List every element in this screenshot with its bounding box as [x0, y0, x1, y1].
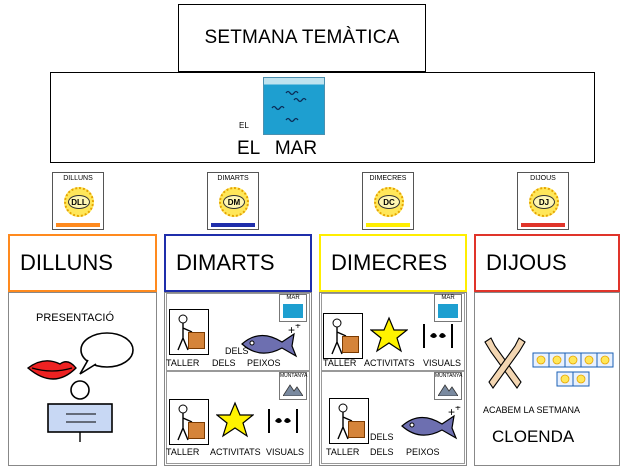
sea-icon — [283, 304, 303, 318]
mountain-icon — [438, 384, 458, 396]
sun-text: DJ — [533, 195, 555, 209]
day-icon-dilluns: DILLUNS DLL — [52, 172, 104, 230]
theme-label: EL MAR — [237, 138, 318, 159]
day-icon-dimarts: DIMARTS DM — [207, 172, 259, 230]
sun-text: DLL — [68, 195, 90, 209]
sun-icon: DC — [374, 187, 404, 217]
sun-icon: DLL — [64, 187, 94, 217]
mountain-tag: MUNTANYA — [434, 372, 462, 400]
day-name: DILLUNS — [20, 250, 113, 275]
theme-small-label: EL — [239, 121, 249, 130]
day-header-dimarts: DIMARTS — [164, 234, 312, 292]
tag-label: MUNTANYA — [435, 373, 463, 379]
day-name: DIJOUS — [486, 250, 567, 275]
column-dimecres — [319, 292, 467, 466]
star-icon — [216, 401, 254, 438]
day-name: DIMECRES — [331, 250, 448, 275]
day-color-bar — [366, 223, 410, 227]
word-label: PEIXOS — [247, 358, 281, 368]
day-color-bar — [521, 223, 565, 227]
workshop-icon — [323, 313, 363, 359]
sea-tag: MAR — [279, 294, 307, 322]
sun-text: DM — [223, 195, 245, 209]
word-label: DELS — [212, 358, 236, 368]
tag-label: MAR — [286, 295, 300, 301]
eyes-icon — [268, 409, 298, 433]
fish-icon: + + — [401, 406, 461, 440]
word-label: VISUALS — [266, 447, 305, 457]
day-name: DIMARTS — [176, 250, 275, 275]
word-label: DELS — [370, 447, 394, 457]
mountain-icon — [283, 384, 303, 396]
eyes-icon — [423, 324, 453, 348]
mountain-tag: MUNTANYA — [279, 372, 307, 400]
word-label: TALLER — [326, 447, 360, 457]
word-label: ACTIVITATS — [210, 447, 261, 457]
day-icon-dimecres: DIMECRES DC — [362, 172, 414, 230]
sea-tag: MAR — [434, 294, 462, 322]
sun-icon: DM — [219, 187, 249, 217]
word-label: DELS — [370, 432, 394, 442]
sun-text: DC — [378, 195, 400, 209]
word-label: ACTIVITATS — [364, 358, 415, 368]
cloenda-title: CLOENDA — [492, 427, 575, 446]
workshop-icon — [169, 309, 209, 355]
tag-label: MUNTANYA — [280, 373, 308, 379]
sea-icon — [438, 304, 458, 318]
day-header-dilluns: DILLUNS — [8, 234, 157, 292]
day-icon-dijous: DIJOUS DJ — [517, 172, 569, 230]
column-dilluns — [8, 292, 157, 466]
svg-text:+: + — [448, 406, 455, 419]
column-dijous — [474, 292, 620, 466]
presentation-icon — [26, 332, 134, 442]
day-icon-label: DIMARTS — [217, 175, 249, 182]
day-color-bar — [56, 223, 100, 227]
dijous-caption: ACABEM LA SETMANA — [483, 405, 581, 415]
page-title: SETMANA TEMÀTICA — [178, 4, 426, 72]
crate-icon — [188, 332, 205, 349]
day-header-dimecres: DIMECRES — [319, 234, 467, 292]
word-label: VISUALS — [423, 358, 462, 368]
workshop-icon — [329, 398, 369, 444]
svg-text:+: + — [455, 406, 461, 414]
day-icon-label: DIJOUS — [530, 175, 556, 182]
day-color-bar — [211, 223, 255, 227]
word-label: PEIXOS — [406, 447, 440, 457]
workshop-icon — [169, 399, 209, 445]
word-label: DELS — [225, 346, 249, 356]
crossed-arms-icon — [484, 337, 526, 389]
crate-icon — [348, 421, 365, 438]
sea-icon — [263, 77, 325, 135]
sun-icon: DJ — [529, 187, 559, 217]
word-label: TALLER — [166, 447, 200, 457]
day-icon-label: DILLUNS — [63, 175, 93, 182]
tag-label: MAR — [441, 295, 455, 301]
svg-text:+: + — [288, 324, 295, 337]
fish-icon: + + — [241, 324, 301, 358]
crate-icon — [342, 336, 359, 353]
day-icon-label: DIMECRES — [369, 175, 407, 182]
crate-icon — [188, 422, 205, 439]
page-title-text: SETMANA TEMÀTICA — [204, 27, 400, 48]
day-header-dijous: DIJOUS — [474, 234, 620, 292]
star-icon — [370, 316, 408, 353]
column-dimarts — [164, 292, 312, 466]
week-calendar-icon — [532, 352, 614, 387]
word-label: TALLER — [166, 358, 200, 368]
presentacio-caption: PRESENTACIÓ — [36, 312, 115, 324]
word-label: TALLER — [323, 358, 357, 368]
svg-text:+: + — [295, 324, 301, 332]
